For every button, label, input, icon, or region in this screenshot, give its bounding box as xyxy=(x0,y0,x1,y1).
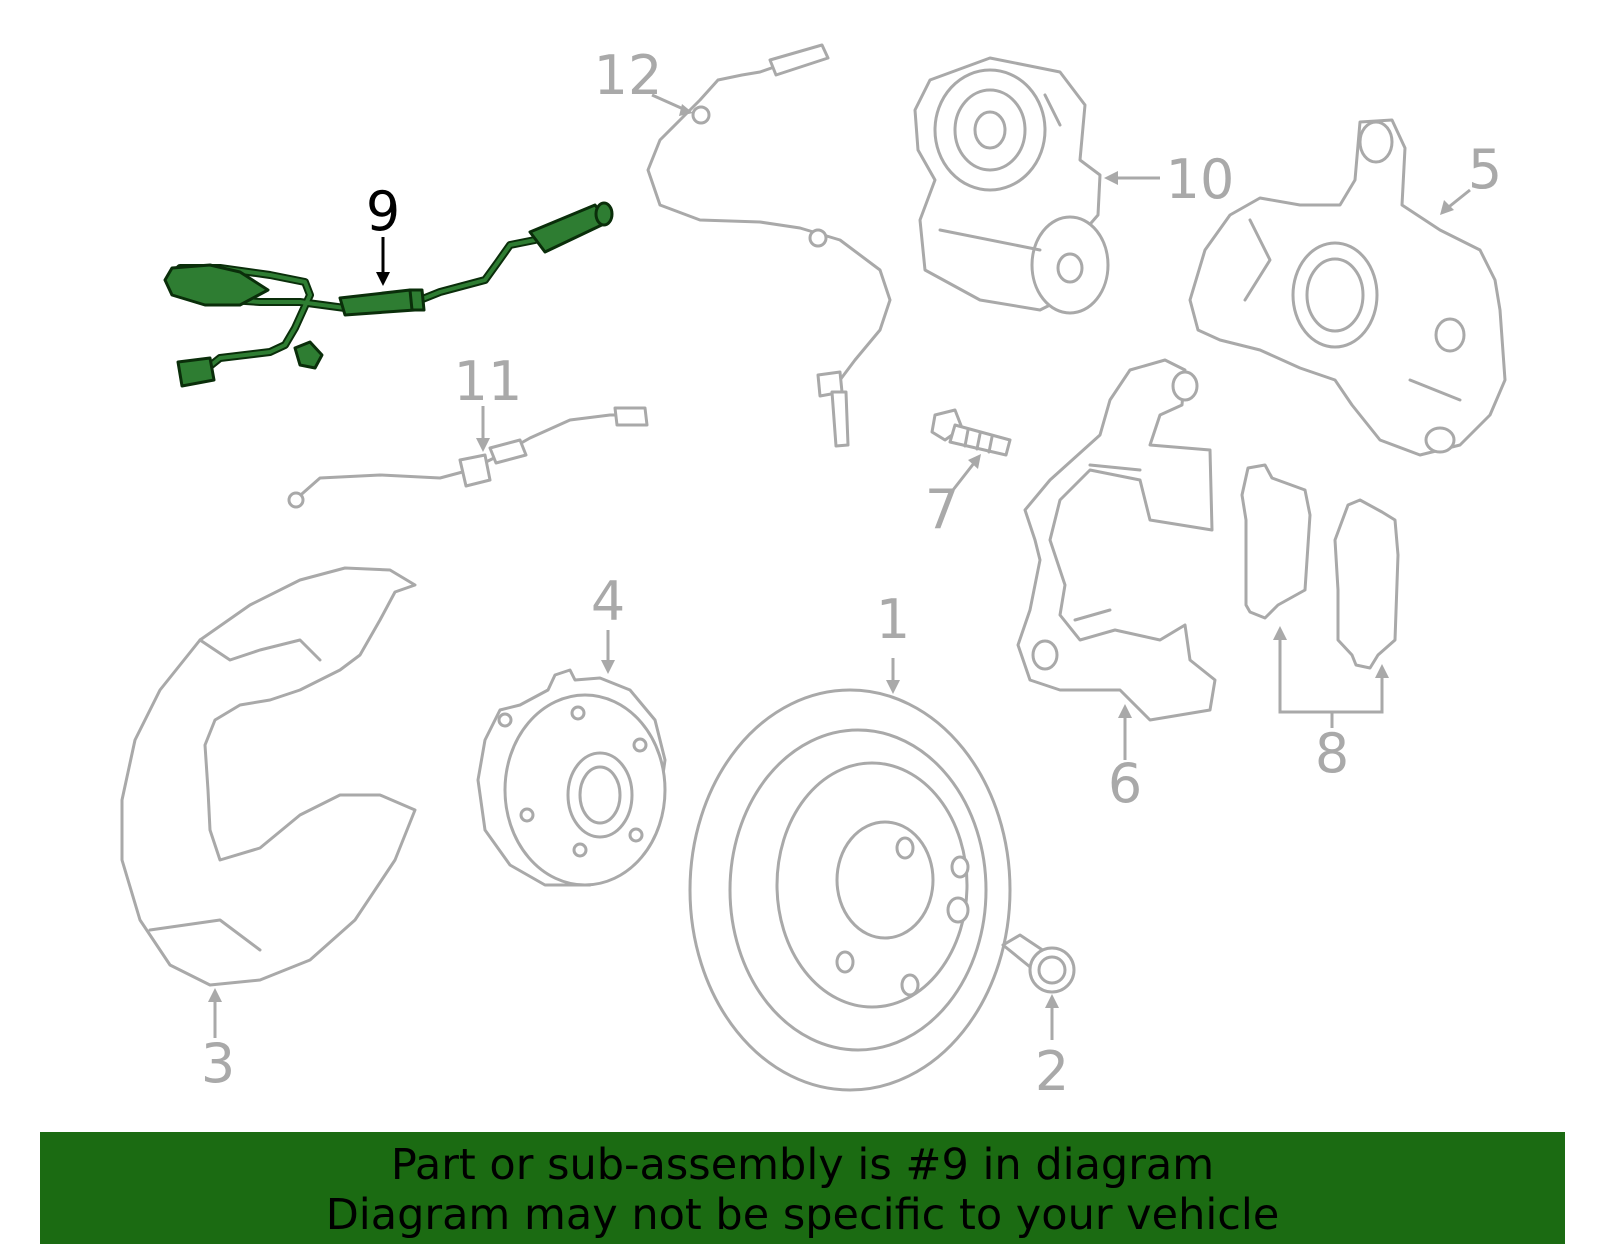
callout-4: 4 xyxy=(591,570,625,633)
part-2-wheel-bolt xyxy=(1001,933,1076,994)
leader-lines xyxy=(208,93,1471,1040)
banner-line-2: Diagram may not be specific to your vehi… xyxy=(325,1190,1280,1240)
callout-labels: 1 2 3 4 5 6 7 8 9 10 11 12 xyxy=(201,44,1502,1103)
callout-12: 12 xyxy=(594,44,663,107)
banner-line-1: Part or sub-assembly is #9 in diagram xyxy=(390,1140,1215,1190)
callout-3: 3 xyxy=(201,1032,235,1095)
info-banner: Part or sub-assembly is #9 in diagram Di… xyxy=(40,1132,1565,1244)
callout-7: 7 xyxy=(925,478,959,541)
part-6-caliper-carrier xyxy=(1016,358,1217,722)
callout-8: 8 xyxy=(1315,722,1349,785)
callout-9: 9 xyxy=(366,180,400,243)
callout-2: 2 xyxy=(1035,1040,1069,1103)
part-5-brake-caliper xyxy=(1188,118,1507,457)
callout-5: 5 xyxy=(1468,138,1502,201)
callout-11: 11 xyxy=(454,350,523,413)
part-7-bolt xyxy=(930,408,1012,457)
part-12-abs-sensor xyxy=(646,43,892,448)
part-10-caliper-motor xyxy=(913,56,1110,315)
part-11-wire xyxy=(287,406,649,509)
part-8-brake-pads xyxy=(1240,463,1400,670)
callout-10: 10 xyxy=(1166,148,1235,211)
callout-6: 6 xyxy=(1108,752,1142,815)
part-9-brake-wear-sensor xyxy=(163,201,614,388)
callout-1: 1 xyxy=(876,588,910,651)
part-4-hub-bearing xyxy=(476,668,667,887)
part-1-brake-disc xyxy=(688,688,1012,1092)
part-3-dust-shield xyxy=(120,566,417,987)
